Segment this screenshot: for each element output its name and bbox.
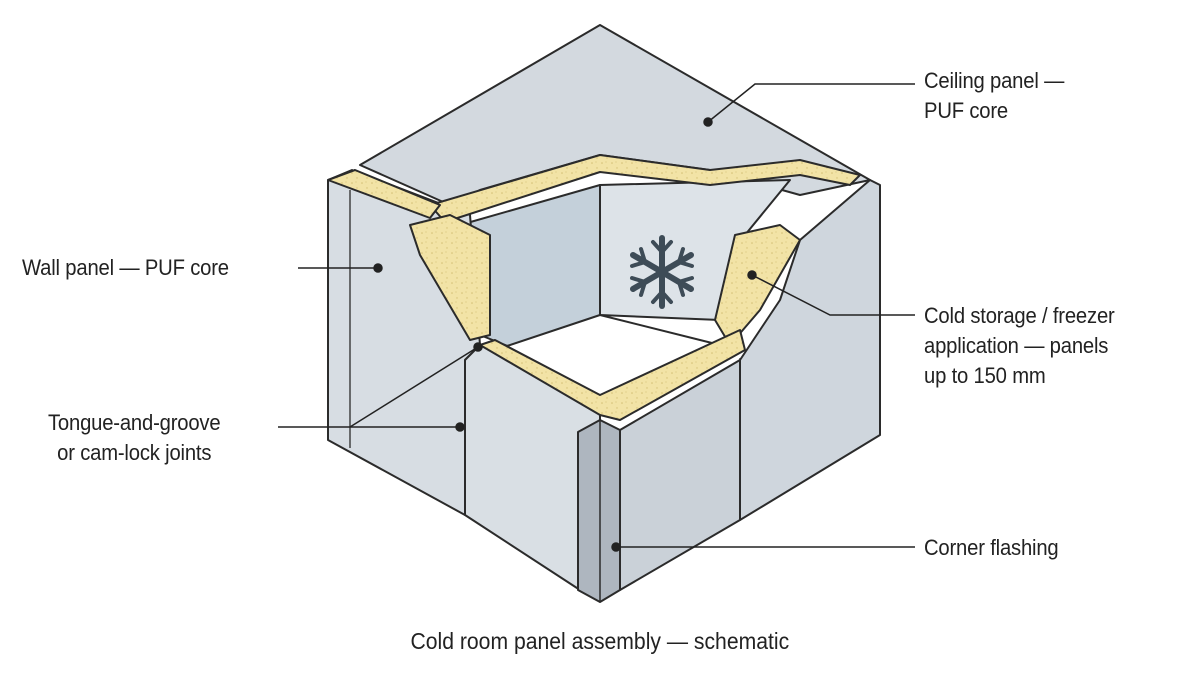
wall-panel-label: Wall panel — PUF core (22, 253, 229, 283)
cold-storage-label: Cold storage / freezer application — pan… (924, 301, 1115, 391)
ceiling-panel-label: Ceiling panel — PUF core (924, 66, 1064, 126)
left-top-foam (327, 169, 441, 219)
corner-flashing (577, 419, 621, 603)
joints-label: Tongue-and-groove or cam-lock joints (48, 408, 221, 468)
front-foam (479, 329, 746, 421)
cold-leader (751, 274, 915, 316)
joints-label-line1: Tongue-and-groove (48, 410, 221, 435)
snowflake-icon (630, 235, 694, 309)
cold-label-line1: Cold storage / freezer (924, 303, 1115, 328)
right-wall-foam (714, 224, 801, 346)
ceiling-label-line1: Ceiling panel — (924, 68, 1065, 93)
ceiling-label-line2: PUF core (924, 98, 1009, 123)
diagram-caption: Cold room panel assembly — schematic (0, 626, 1200, 656)
tongue-leader-2 (349, 346, 479, 428)
ceiling-foam-edge (429, 154, 861, 223)
caption-text: Cold room panel assembly — schematic (410, 628, 790, 654)
ceiling-leader (707, 83, 915, 123)
cold-label-line2: application — panels (924, 333, 1109, 358)
left-wall-foam (409, 214, 491, 341)
ceiling-panel (359, 24, 871, 206)
corner-label-text: Corner flashing (924, 535, 1059, 560)
wall-label-text: Wall panel — PUF core (22, 255, 229, 280)
cold-label-line3: up to 150 mm (924, 363, 1046, 388)
corner-flashing-label: Corner flashing (924, 533, 1059, 563)
joints-label-line2: or cam-lock joints (57, 440, 212, 465)
